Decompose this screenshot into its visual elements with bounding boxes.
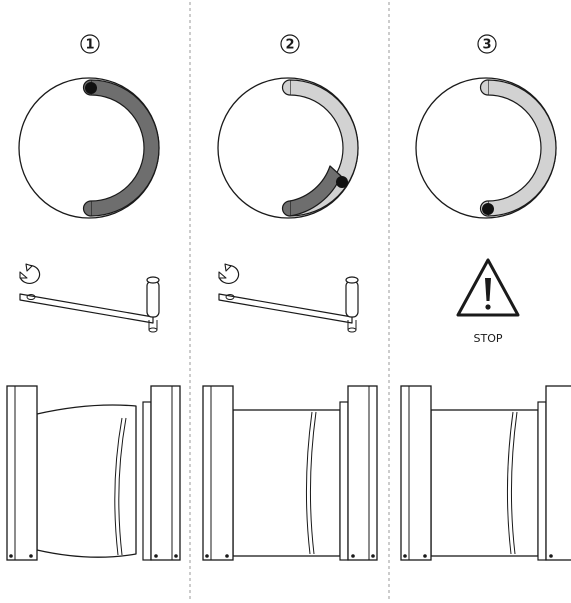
dial-position-marker <box>336 176 348 188</box>
step-3-badge: 3 <box>477 34 497 54</box>
dial-progress-arc <box>90 79 160 217</box>
step-2-badge: 2 <box>280 34 300 54</box>
step-1-crank-handle <box>19 263 160 333</box>
step-1-pipe-assembly <box>6 385 181 561</box>
step-2-column: 2 <box>202 34 378 561</box>
step-2-crank-handle <box>218 263 359 333</box>
step-1-badge: 1 <box>80 34 100 54</box>
step-1-dial <box>18 77 160 219</box>
step-3-column: 3 STOP <box>400 34 571 561</box>
rotate-arrow-icon <box>19 263 41 285</box>
dial-position-marker <box>482 203 494 215</box>
warning-triangle-icon <box>456 258 520 317</box>
step-2-dial <box>217 77 359 219</box>
stop-warning: STOP <box>456 258 520 345</box>
step-1-column: 1 <box>6 34 181 561</box>
step-3-number: 3 <box>482 38 491 53</box>
step-2-number: 2 <box>285 38 294 53</box>
step-1-number: 1 <box>85 38 94 53</box>
step-2-pipe-assembly <box>202 385 378 561</box>
step-3-dial <box>415 77 557 219</box>
step-3-pipe-assembly <box>400 385 571 561</box>
rotate-arrow-icon <box>218 263 240 285</box>
dial-progress-arc <box>487 79 557 217</box>
dial-position-marker <box>85 82 97 94</box>
stop-label: STOP <box>474 332 503 345</box>
